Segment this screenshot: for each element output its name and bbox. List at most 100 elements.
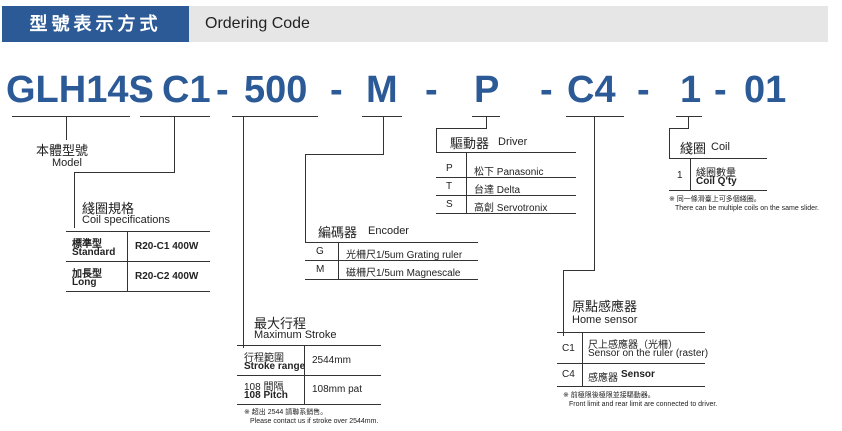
coil-row-value: R20-C1 400W [135,241,199,252]
driver-table-top [436,152,576,153]
encoder-label-zh: 編碼器 [318,225,358,240]
underline-encoder [362,116,402,117]
connector-encoder-c [305,154,306,242]
home-row-zh: 感應器 [588,373,618,384]
home-row-en: Sensor on the ruler (raster) [588,348,709,359]
coilcount-table-top [669,158,767,159]
coil-row-zh: 加長型 [72,269,102,280]
page-subtitle: Ordering Code [205,15,310,32]
stroke-table-top [237,345,381,346]
connector-coil-b [74,172,175,173]
underline-home [566,116,624,117]
coil-row-en: Standard [72,247,116,258]
code-dash: - [330,69,343,111]
code-suffix: 01 [744,69,787,111]
home-note-en: Front limit and rear limit are connected… [569,401,718,408]
coil-note-zh: ※ 同一條滑臺上可多個綫圈。 [669,196,761,203]
encoder-table-top [305,242,478,243]
driver-label-zh: 驅動器 [450,136,490,151]
home-row-code: C1 [562,343,575,354]
driver-row-value: 台達 Delta [474,185,521,196]
driver-table-divider [466,152,467,213]
home-row-code: C4 [562,369,575,380]
coilcount-table-divider [690,158,691,190]
stroke-row-zh: 108 間隔 [244,382,284,393]
stroke-row-value: 2544mm [312,355,351,366]
code-dash: - [714,69,727,111]
connector-home-c [563,270,564,336]
coil-label-zh: 綫圈 [680,141,707,156]
driver-table-mid2 [436,195,576,196]
code-dash: - [216,69,229,111]
underline-stroke [232,116,318,117]
coil-table-mid [66,261,210,262]
code-stroke: 500 [244,69,308,111]
connector-driver-a [486,116,487,128]
encoder-table-mid [305,260,478,261]
connector-encoder-a [383,116,384,154]
connector-encoder-b [305,154,384,155]
coilcount-row-code: 1 [677,170,683,181]
connector-driver-b [436,128,487,129]
connector-coil-a [174,116,175,172]
home-note-zh: ※ 前極限後極限並接驅動器。 [563,392,655,399]
connector-home-a [594,116,595,270]
encoder-row-value: 光柵尺1/5um Grating ruler [346,250,463,261]
stroke-row-zh: 行程範圍 [244,353,284,364]
model-label-en: Model [52,157,82,169]
connector-coilcount-a [688,116,689,128]
stroke-table-bottom [237,404,381,405]
driver-label-en: Driver [498,136,528,148]
coilcount-row-zh: 綫圈數量 [696,168,736,179]
driver-row-code: T [446,181,453,192]
code-encoder: M [366,69,398,111]
underline-coil [140,116,210,117]
home-table-top [557,332,705,333]
home-table-bottom [557,386,705,387]
encoder-table-divider [338,242,339,279]
driver-table-mid1 [436,177,576,178]
stroke-table-divider [304,345,305,404]
coil-row-value: R20-C2 400W [135,271,199,282]
coilcount-table-bottom [669,190,767,191]
connector-driver-c [436,128,437,152]
encoder-row-code: M [316,264,325,275]
stroke-row-en: 108 Pitch [244,390,288,401]
model-label-zh: 本體型號 [36,143,89,158]
coil-table-top [66,231,210,232]
connector-coil-c [74,172,75,228]
code-dash: - [425,69,438,111]
coil-spec-label-en: Coil specifications [82,214,171,226]
driver-row-value: 松下 Panasonic [474,167,544,178]
code-driver: P [474,69,500,111]
driver-row-code: P [446,163,453,174]
coil-table-divider [127,231,128,291]
home-table-mid [557,363,705,364]
underline-model [12,116,130,117]
connector-model [66,116,67,140]
home-label-zh: 原點感應器 [572,299,638,314]
encoder-row-code: G [316,246,324,257]
encoder-table-bottom [305,279,478,280]
code-dash: - [540,69,553,111]
coilcount-row-en: Coil Q'ty [696,176,737,187]
header-tab [2,6,189,42]
driver-table-bottom [436,213,576,214]
code-home: C4 [567,69,616,111]
connector-coilcount-c [669,128,670,158]
encoder-label-en: Encoder [368,225,409,237]
connector-stroke [243,116,244,348]
coil-label-en: Coil [711,141,730,153]
coil-note-en: There can be multiple coils on the same … [675,205,819,212]
encoder-row-value: 磁柵尺1/5um Magnescale [346,268,461,279]
page-title: 型號表示方式 [29,14,162,34]
stroke-row-en: Stroke range [244,361,306,372]
stroke-note-en: Please contact us if stroke over 2544mm. [250,418,379,425]
code-coil: C1 [162,69,211,111]
home-table-divider [582,332,583,386]
code-coil-count: 1 [680,69,702,111]
underline-coil-count [676,116,702,117]
driver-row-value: 高創 Servotronix [474,203,548,214]
coil-spec-label-zh: 綫圈規格 [82,201,135,216]
code-model: GLH14S [6,69,154,111]
